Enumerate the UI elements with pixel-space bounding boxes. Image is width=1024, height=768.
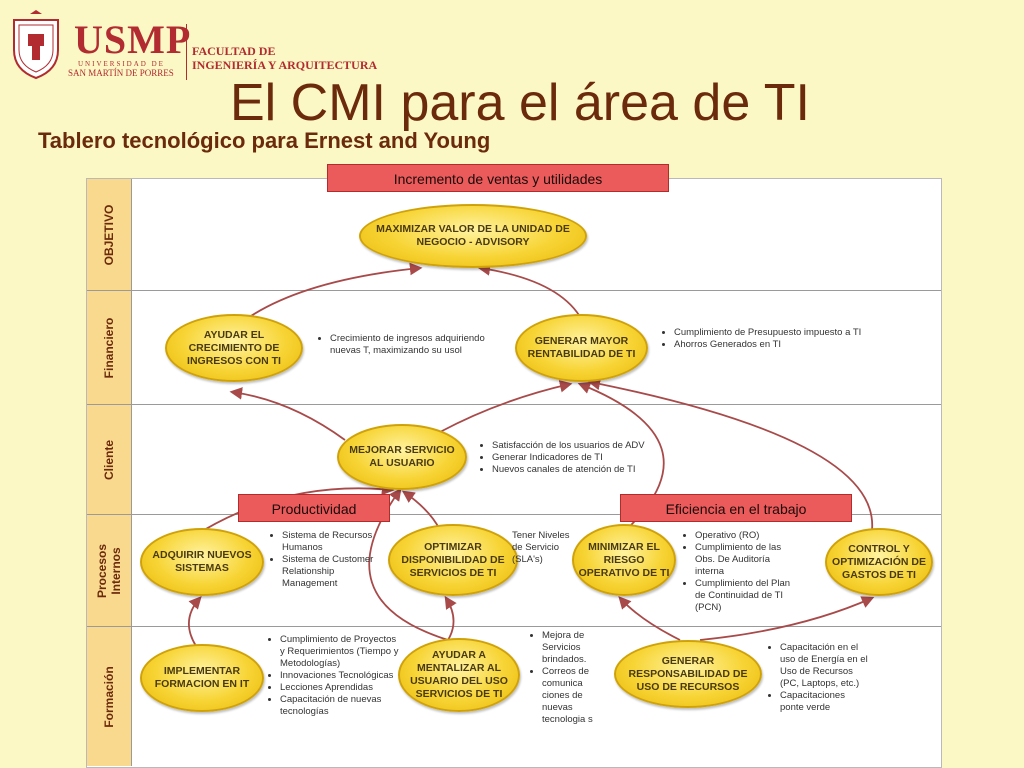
node-control-gastos: CONTROL Y OPTIMIZACIÓN DE GASTOS DE TI [825, 528, 933, 596]
note-item: Sistema de Customer Relationship Managem… [282, 554, 380, 590]
note-item: Correos de comunica ciones de nuevas tec… [542, 666, 594, 726]
logo-wordmark: USMP [74, 17, 192, 62]
row-formacion: Formación [87, 627, 941, 766]
node-adquirir-sistemas: ADQUIRIR NUEVOS SISTEMAS [140, 528, 264, 596]
node-optimizar-disponibilidad: OPTIMIZAR DISPONIBILIDAD DE SERVICIOS DE… [388, 524, 518, 596]
node-minimizar-riesgo: MINIMIZAR EL RIESGO OPERATIVO DE TI [572, 524, 676, 596]
note-item: Generar Indicadores de TI [492, 452, 680, 464]
row-label-financiero: Financiero [87, 291, 132, 404]
node-ayudar-crecimiento: AYUDAR EL CRECIMIENTO DE INGRESOS CON TI [165, 314, 303, 382]
note-crecimiento: Crecimiento de ingresos adquiriendo nuev… [318, 333, 508, 357]
note-item: Capacitaciones ponte verde [780, 690, 868, 714]
faculty-line1: FACULTAD DE [192, 44, 276, 58]
note-item: Capacitación de nuevas tecnologías [280, 694, 400, 718]
note-item: Crecimiento de ingresos adquiriendo nuev… [330, 333, 508, 357]
callout-incremento: Incremento de ventas y utilidades [327, 164, 669, 192]
note-rentabilidad: Cumplimiento de Presupuesto impuesto a T… [662, 327, 872, 351]
note-minimizar: Operativo (RO)Cumplimiento de las Obs. D… [683, 530, 801, 614]
node-ayudar-mentalizar: AYUDAR A MENTALIZAR AL USUARIO DEL USO S… [398, 638, 520, 712]
usmp-logo: USMP UNIVERSIDAD DE SAN MARTÍN DE PORRES… [10, 10, 390, 82]
university-seal-icon [13, 10, 59, 80]
note-adquirir: Sistema de Recursos HumanosSistema de Cu… [270, 530, 380, 590]
node-mejorar-servicio: MEJORAR SERVICIO AL USUARIO [337, 424, 467, 490]
note-item: Operativo (RO) [695, 530, 801, 542]
note-responsabilidad: Capacitación en el uso de Energía en el … [768, 642, 868, 714]
note-item: Satisfacción de los usuarios de ADV [492, 440, 680, 452]
note-implementar: Cumplimiento de Proyectos y Requerimient… [268, 634, 400, 718]
note-item: Cumplimiento de Presupuesto impuesto a T… [674, 327, 872, 339]
note-mentalizar: Mejora de Servicios brindados.Correos de… [530, 630, 594, 726]
callout-eficiencia: Eficiencia en el trabajo [620, 494, 852, 522]
node-implementar-formacion: IMPLEMENTAR FORMACION EN IT [140, 644, 264, 712]
note-item: Nuevos canales de atención de TI [492, 464, 680, 476]
row-label-formacion: Formación [87, 627, 132, 766]
node-generar-rentabilidad: GENERAR MAYOR RENTABILIDAD DE TI [515, 314, 648, 382]
note-item: Tener Niveles de Servicio (SLA's) [512, 530, 570, 565]
note-item: Sistema de Recursos Humanos [282, 530, 380, 554]
logo-divider [186, 24, 187, 80]
row-procesos: Procesos Internos [87, 515, 941, 627]
note-cliente: Satisfacción de los usuarios de ADVGener… [480, 440, 680, 476]
note-item: Mejora de Servicios brindados. [542, 630, 594, 666]
slide-subtitle: Tablero tecnológico para Ernest and Youn… [38, 128, 491, 153]
slide-title: El CMI para el área de TI [230, 74, 810, 132]
logo-university-line2: SAN MARTÍN DE PORRES [68, 68, 174, 78]
note-item: Capacitación en el uso de Energía en el … [780, 642, 868, 690]
logo-university-line1: UNIVERSIDAD DE [78, 60, 165, 68]
note-item: Innovaciones Tecnológicas [280, 670, 400, 682]
note-optimizar: Tener Niveles de Servicio (SLA's) [502, 530, 572, 566]
note-item: Cumplimiento del Plan de Continuidad de … [695, 578, 801, 614]
note-item: Cumplimiento de las Obs. De Auditoría in… [695, 542, 801, 578]
row-label-cliente: Cliente [87, 405, 132, 514]
node-maximizar-valor: MAXIMIZAR VALOR DE LA UNIDAD DE NEGOCIO … [359, 204, 587, 268]
note-item: Lecciones Aprendidas [280, 682, 400, 694]
callout-productividad: Productividad [238, 494, 390, 522]
row-cliente: Cliente [87, 405, 941, 515]
node-generar-responsabilidad: GENERAR RESPONSABILIDAD DE USO DE RECURS… [614, 640, 762, 708]
row-label-objetivo: OBJETIVO [87, 179, 132, 290]
note-item: Ahorros Generados en TI [674, 339, 872, 351]
note-item: Cumplimiento de Proyectos y Requerimient… [280, 634, 400, 670]
faculty-line2: INGENIERÍA Y ARQUITECTURA [192, 58, 378, 72]
row-label-procesos: Procesos Internos [87, 515, 132, 626]
